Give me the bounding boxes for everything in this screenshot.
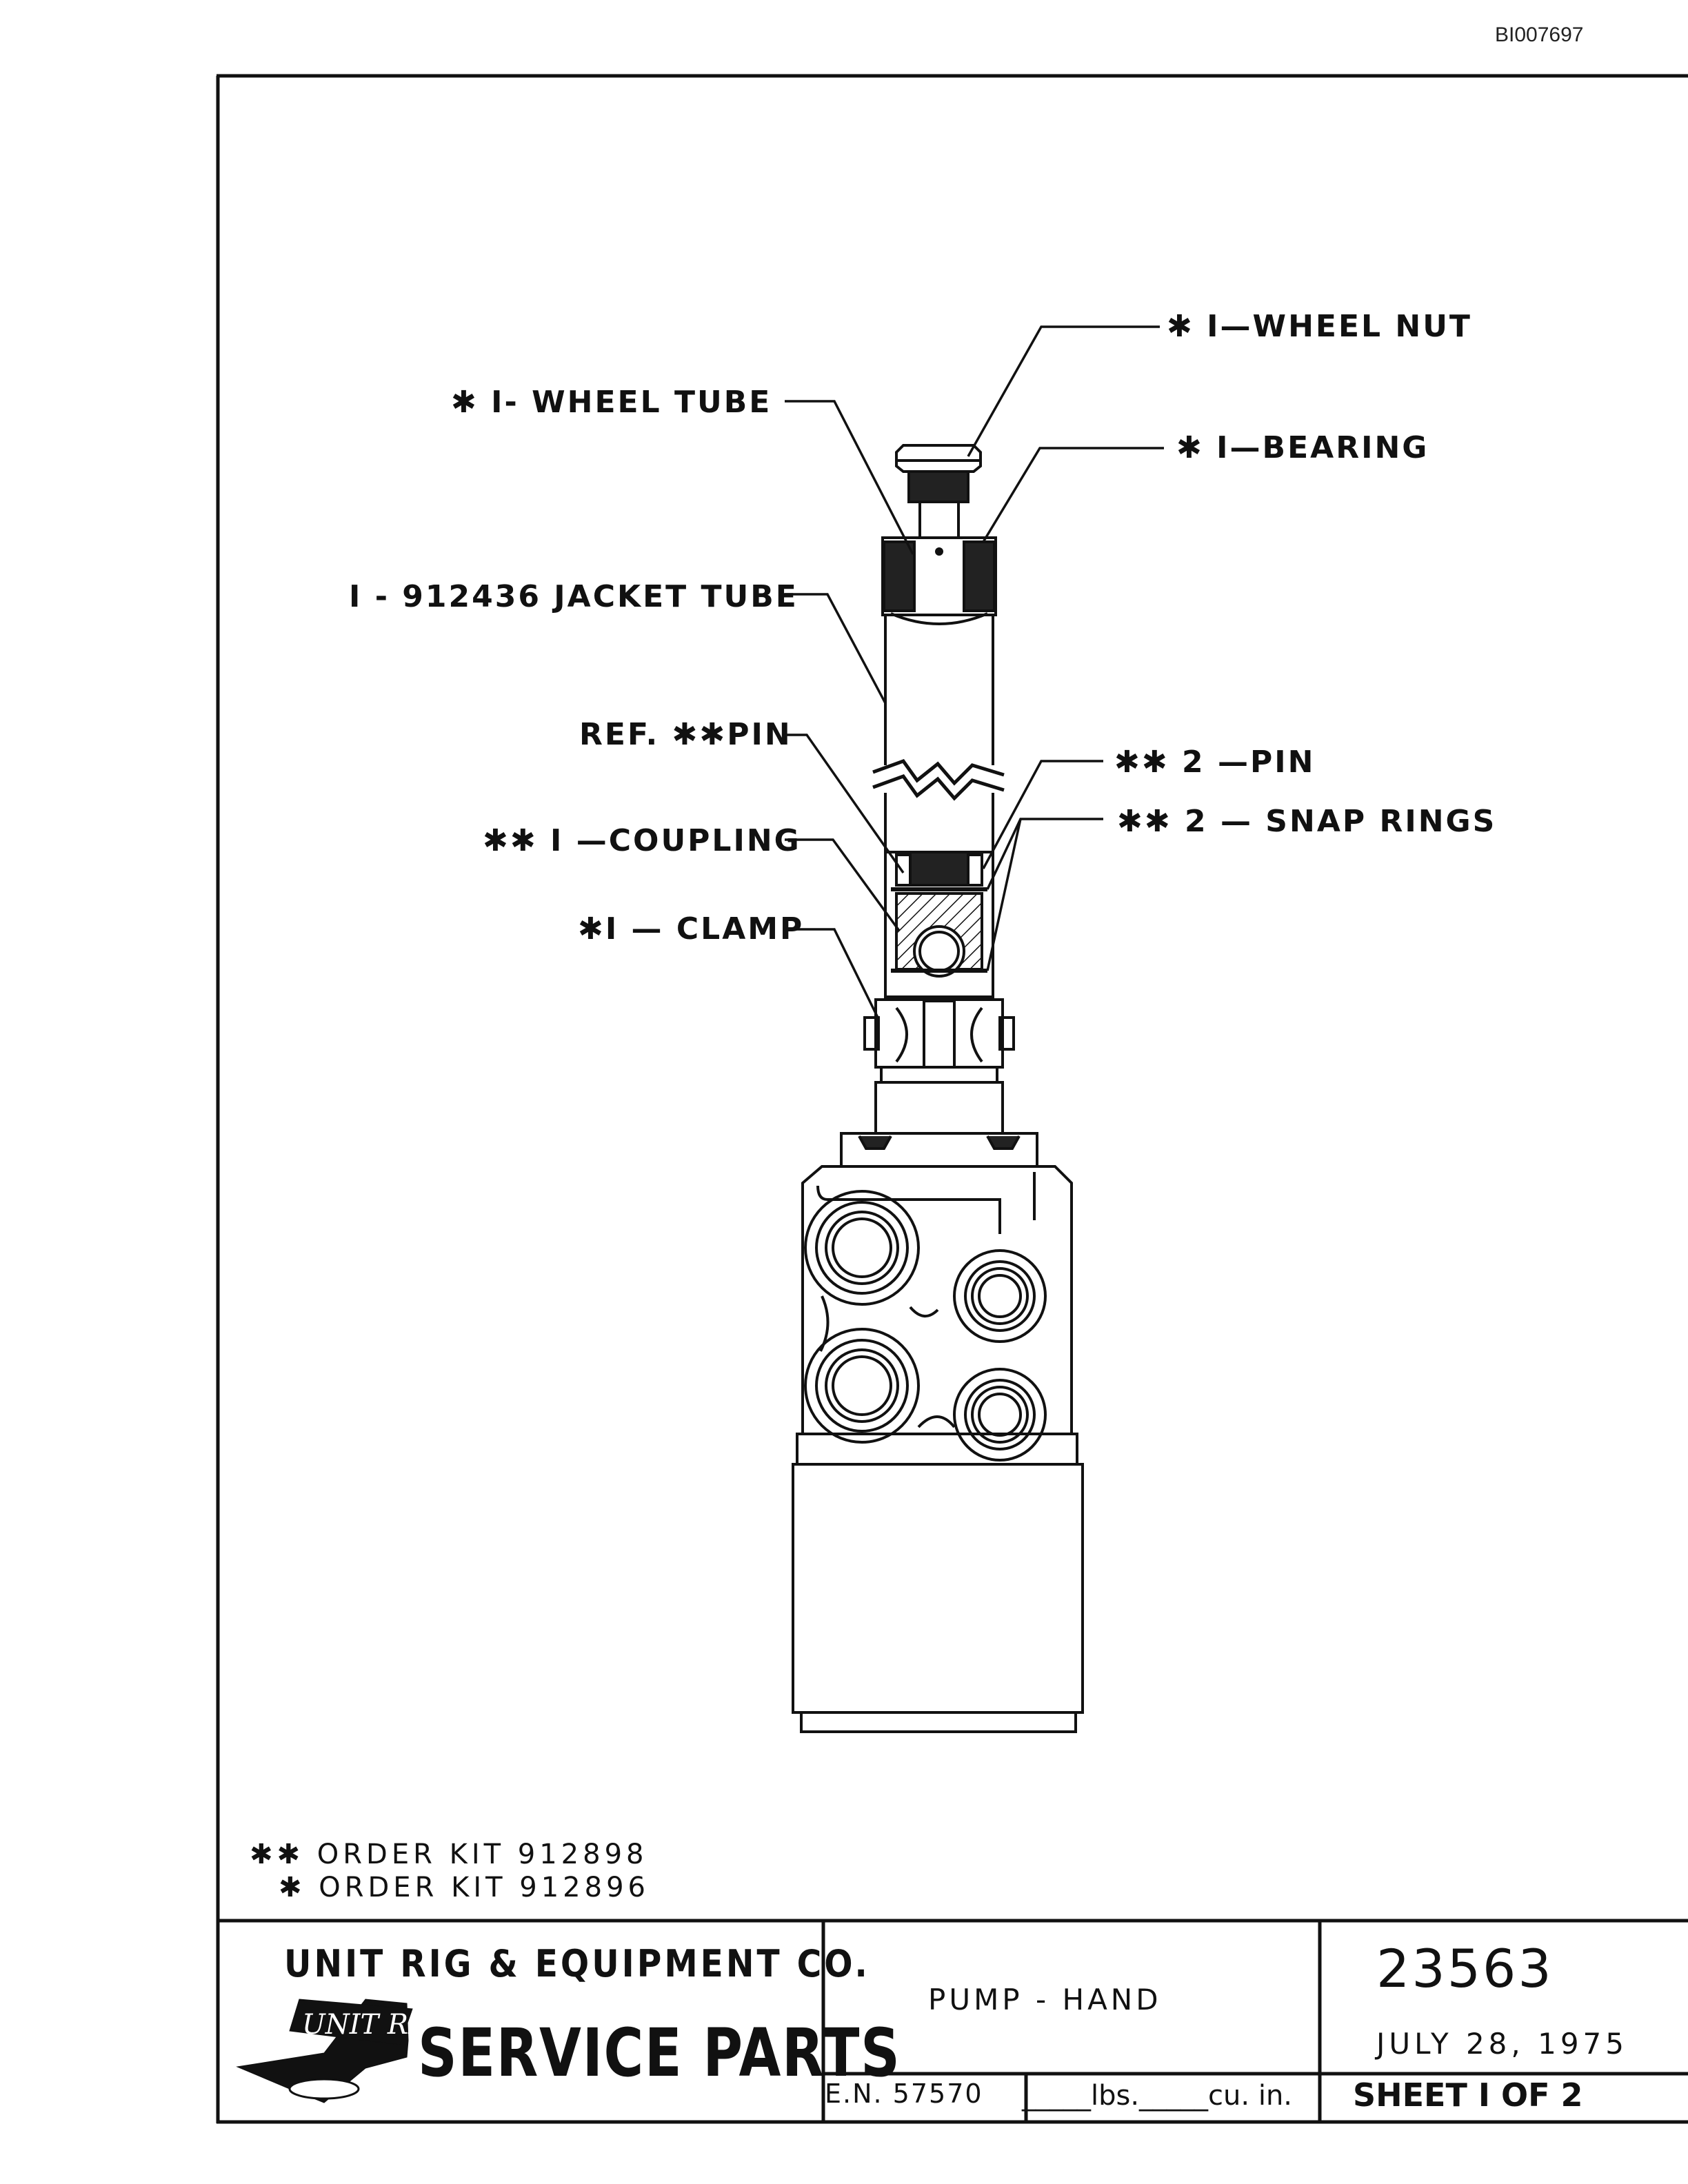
label-wheel-tube: ✱ I- WHEEL TUBE [451, 385, 772, 420]
part-number: 23563 [1376, 1938, 1554, 1999]
service-parts-heading: SERVICE PARTS [418, 2014, 901, 2092]
note-kit-912896: ✱ ORDER KIT 912896 [279, 1872, 650, 1903]
pump-assembly [792, 444, 1084, 1733]
sheet-number: SHEET I OF 2 [1353, 2076, 1583, 2114]
label-ref-pin: REF. ✱✱PIN [579, 717, 792, 752]
pump-housing-shape [792, 1463, 1084, 1714]
port-lower-left [804, 1328, 920, 1444]
tube-break [872, 759, 1005, 786]
leader-snap-ring-2 [986, 818, 1022, 971]
logo-text: UNIT RIG [302, 2009, 441, 2041]
port-upper-right [953, 1249, 1047, 1343]
leader-clamp [785, 928, 880, 1020]
leader-wheel-nut [967, 325, 1160, 457]
port-lower-right [953, 1368, 1047, 1462]
port-upper-left [804, 1190, 920, 1306]
leader-pin [982, 760, 1103, 869]
leader-bearing [982, 447, 1164, 543]
label-clamp: ✱I — CLAMP [578, 911, 805, 947]
drawing-frame [216, 74, 1688, 2124]
leader-jacket-tube [785, 593, 887, 704]
company-name: UNIT RIG & EQUIPMENT CO. [284, 1942, 870, 1985]
drawing-date: JULY 28, 1975 [1376, 2027, 1628, 2061]
spline-shape [907, 470, 969, 503]
wheel-nut-shape [895, 444, 982, 473]
label-snap-rings: ✱✱ 2 — SNAP RINGS [1117, 804, 1497, 839]
part-title: PUMP - HAND [928, 1983, 1162, 2016]
label-jacket-tube: I - 912436 JACKET TUBE [349, 579, 798, 614]
label-pin: ✱✱ 2 —PIN [1114, 745, 1316, 780]
unit-rig-logo: UNIT RIG [236, 1999, 441, 2103]
label-wheel-nut: ✱ I—WHEEL NUT [1167, 309, 1472, 344]
label-bearing: ✱ I—BEARING [1176, 430, 1429, 465]
leader-coupling [785, 838, 901, 932]
document-id: BI007697 [1495, 23, 1584, 46]
leader-wheel-tube [785, 400, 914, 555]
label-coupling: ✱✱ I —COUPLING [483, 823, 801, 858]
engineering-number: E.N. 57570 [825, 2079, 983, 2109]
weight-volume: _____lbs._____cu. in. [1022, 2080, 1293, 2112]
leader-lines [785, 325, 1164, 1020]
leader-ref-pin [785, 734, 905, 874]
note-kit-912898: ✱✱ ORDER KIT 912898 [250, 1839, 648, 1870]
